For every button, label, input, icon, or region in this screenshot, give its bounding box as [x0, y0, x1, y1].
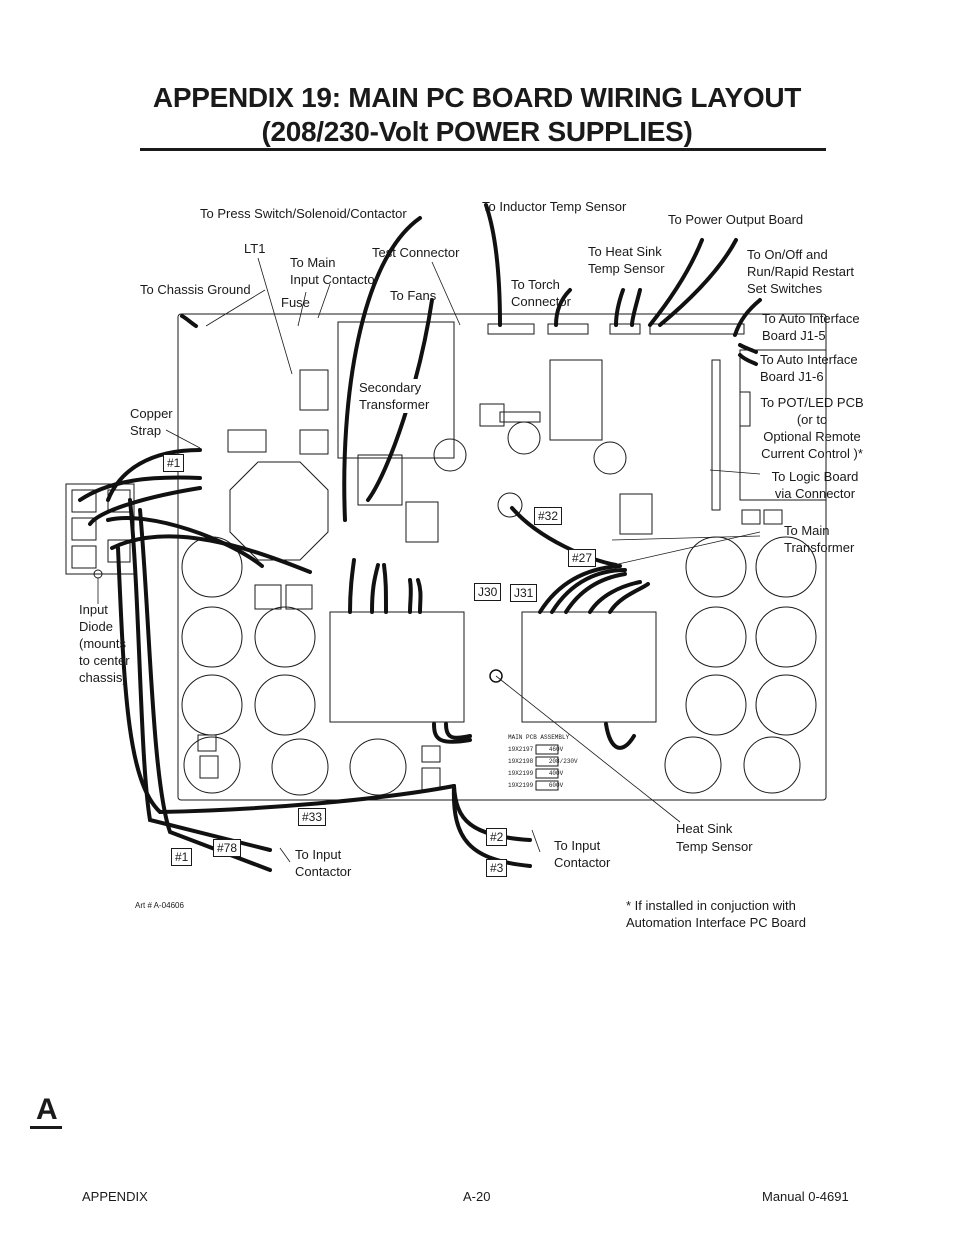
title-rule	[140, 148, 826, 151]
igbt-module-left	[329, 611, 465, 723]
wire-tag-1-top: #1	[163, 454, 185, 472]
label-input-contactor-left-2: Contactor	[295, 864, 352, 879]
label-logic-1: To Logic Board	[771, 469, 859, 484]
wire-tag-j31: J31	[510, 584, 538, 602]
label-pot-2: (or to	[796, 412, 828, 427]
footer-center: A-20	[463, 1189, 491, 1204]
wire-tag-3: #3	[486, 859, 508, 877]
igbt-module-right	[521, 611, 657, 723]
footnote-line2: Automation Interface PC Board	[626, 915, 806, 930]
wire-tag-1-bottom: #1	[171, 848, 193, 866]
label-main-input-contactor-1: To Main	[290, 255, 336, 270]
label-secondary-1: Secondary	[359, 379, 422, 396]
wire-tag-78: #78	[213, 839, 242, 857]
label-input-diode-1: Input	[79, 602, 108, 617]
label-press-switch: To Press Switch/Solenoid/Contactor	[200, 206, 407, 221]
label-torch-2: Connector	[511, 294, 571, 309]
label-on-off-1: To On/Off and	[747, 247, 828, 262]
wire-tag-27: #27	[568, 549, 597, 567]
board-legend-row: 19X2198 208/230V	[508, 758, 578, 765]
label-auto-j15-2: Board J1-5	[762, 328, 826, 343]
label-copper-2: Strap	[130, 423, 162, 438]
art-number: Art # A-04606	[135, 901, 184, 910]
label-input-contactor-left-1: To Input	[295, 847, 342, 862]
label-heat-sink-temp-1: To Heat Sink	[588, 244, 662, 259]
board-legend-row: 19X2199 600V	[508, 782, 564, 789]
label-pot-4: Current Control )*	[761, 446, 863, 461]
section-letter: A	[36, 1093, 58, 1126]
section-rule	[30, 1126, 62, 1129]
label-chassis-ground: To Chassis Ground	[140, 282, 251, 297]
label-torch-1: To Torch	[511, 277, 560, 292]
label-on-off-3: Set Switches	[747, 281, 823, 296]
label-input-diode-2: Diode	[79, 619, 113, 634]
label-secondary-2: Transformer	[359, 396, 430, 413]
label-inductor-temp: To Inductor Temp Sensor	[482, 199, 627, 214]
wire-tag-32: #32	[534, 507, 563, 525]
label-pot-3: Optional Remote	[763, 429, 861, 444]
label-on-off-2: Run/Rapid Restart	[747, 264, 854, 279]
label-auto-j16-1: To Auto Interface	[760, 352, 858, 367]
board-legend-row: 19X2199 400V	[508, 770, 564, 777]
secondary-transformer	[337, 321, 455, 459]
label-input-contactor-right-2: Contactor	[554, 855, 611, 870]
label-input-contactor-right-1: To Input	[554, 838, 601, 853]
octagon-component	[229, 461, 329, 561]
label-input-diode-5: chassis)	[79, 670, 127, 685]
label-heat-sink-1: Heat Sink	[676, 821, 733, 836]
label-main-input-contactor-2: Input Contactor	[290, 272, 379, 287]
footer-left: APPENDIX	[82, 1189, 148, 1204]
label-main-transformer-1: To Main	[784, 523, 830, 538]
wire-tag-33: #33	[298, 808, 327, 826]
board-legend: MAIN PCB ASSEMBLY 19X2197 460V 19X2198 2…	[508, 732, 578, 792]
board-legend-row: 19X2197 460V	[508, 746, 564, 753]
label-input-diode-3: (mounts	[79, 636, 126, 651]
label-fans: To Fans	[390, 288, 437, 303]
page-title-line2: (208/230-Volt POWER SUPPLIES)	[261, 116, 693, 147]
wire-tag-j30: J30	[474, 583, 502, 601]
wire-tag-2: #2	[486, 828, 508, 846]
label-copper-1: Copper	[130, 406, 173, 421]
label-auto-j16-2: Board J1-6	[760, 369, 824, 384]
label-heat-sink-temp-2: Temp Sensor	[588, 261, 665, 276]
label-auto-j15-1: To Auto Interface	[762, 311, 860, 326]
input-diode-block	[65, 483, 135, 575]
footer-right: Manual 0-4691	[762, 1189, 849, 1204]
label-logic-2: via Connector	[774, 486, 856, 501]
label-power-output: To Power Output Board	[668, 212, 804, 227]
main-pc-board	[177, 313, 827, 801]
label-test-connector: Test Connector	[372, 245, 460, 260]
label-heat-sink-2: Temp Sensor	[676, 839, 753, 854]
label-fuse: Fuse	[281, 295, 310, 310]
label-lt1: LT1	[244, 241, 266, 256]
board-legend-heading: MAIN PCB ASSEMBLY	[508, 734, 570, 741]
label-main-transformer-2: Transformer	[784, 540, 855, 555]
page-title-line1: APPENDIX 19: MAIN PC BOARD WIRING LAYOUT	[152, 82, 802, 113]
label-input-diode-4: to center	[79, 653, 130, 668]
label-pot-1: To POT/LED PCB	[760, 395, 864, 410]
footnote-line1: * If installed in conjuction with	[626, 898, 796, 913]
